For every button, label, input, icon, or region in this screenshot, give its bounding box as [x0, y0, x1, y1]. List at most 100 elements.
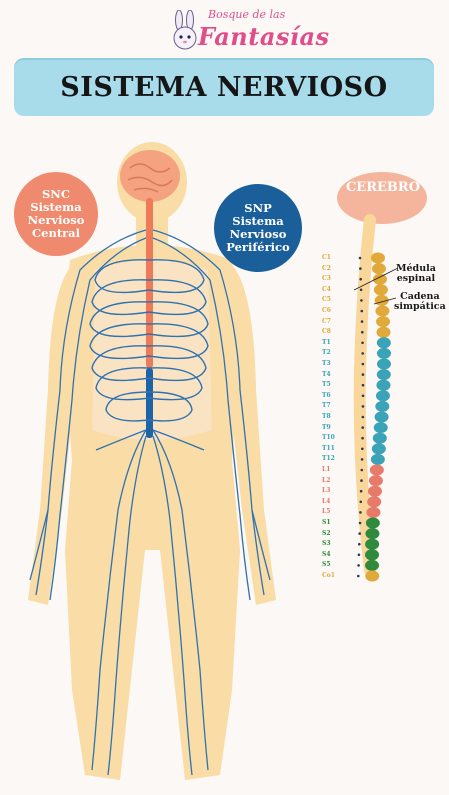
snc-line4: Central [32, 227, 80, 240]
vertebra-label-c7: C7 [322, 318, 331, 325]
cadena-label-line2: simpática [394, 302, 446, 312]
vertebra-t12 [371, 454, 385, 465]
nerve-root-dot [359, 511, 362, 514]
cerebro-label: CEREBRO [338, 180, 428, 195]
nerve-root-dot [360, 479, 363, 482]
vertebra-t10 [373, 433, 387, 444]
medula-label: Médula espinal [396, 264, 436, 284]
vertebra-t5 [376, 380, 390, 391]
annotation-leaders [350, 260, 400, 310]
nerve-root-dot [360, 310, 363, 313]
nerve-root-dot [358, 532, 361, 535]
vertebra-label-t7: T7 [322, 402, 331, 409]
spine-diagram [300, 170, 440, 600]
nerve-root-dot [361, 458, 364, 461]
vertebra-label-t8: T8 [322, 413, 331, 420]
vertebra-label-c4: C4 [322, 286, 331, 293]
nerve-root-dot [357, 575, 360, 578]
vertebra-label-c2: C2 [322, 265, 331, 272]
spinal-cord-snc [146, 198, 153, 368]
nerve-root-dot [361, 352, 364, 355]
vertebra-s1 [366, 518, 380, 529]
vertebra-label-l1: L1 [322, 466, 330, 473]
vertebra-label-c1: C1 [322, 254, 331, 261]
snp-line4: Periférico [226, 241, 289, 254]
vertebra-label-l4: L4 [322, 498, 330, 505]
vertebra-t3 [377, 359, 391, 370]
vertebra-label-co1: Co1 [322, 572, 335, 579]
vertebra-l3 [368, 486, 382, 497]
nerve-root-dot [360, 490, 363, 493]
snc-badge: SNC Sistema Nervioso Central [14, 172, 98, 256]
vertebra-label-t3: T3 [322, 360, 331, 367]
nerve-root-dot [361, 320, 364, 323]
vertebra-label-t4: T4 [322, 371, 331, 378]
vertebra-t4 [377, 369, 391, 380]
vertebra-label-t9: T9 [322, 424, 331, 431]
vertebra-label-l2: L2 [322, 477, 330, 484]
vertebra-label-c8: C8 [322, 328, 331, 335]
vertebra-label-c6: C6 [322, 307, 331, 314]
vertebra-label-s3: S3 [322, 540, 331, 547]
nerve-root-dot [361, 331, 364, 334]
vertebra-label-l5: L5 [322, 508, 330, 515]
nerve-root-dot [362, 395, 365, 398]
title-banner: SISTEMA NERVIOSO [14, 58, 434, 116]
nerve-root-dot [361, 448, 364, 451]
vertebra-l2 [369, 475, 383, 486]
bunny-icon [170, 10, 200, 54]
logo-title: Fantasías [198, 22, 330, 51]
vertebra-s3 [365, 539, 379, 550]
vertebra-t8 [375, 412, 389, 423]
vertebra-label-c3: C3 [322, 275, 331, 282]
nerve-root-dot [361, 437, 364, 440]
vertebra-s2 [365, 528, 379, 539]
vertebra-label-s1: S1 [322, 519, 331, 526]
nerve-root-dot [362, 373, 365, 376]
vertebra-t2 [377, 348, 391, 359]
vertebra-t1 [377, 337, 391, 348]
vertebra-l5 [366, 507, 380, 518]
nerve-root-dot [362, 405, 365, 408]
vertebra-co1 [365, 571, 379, 582]
nerve-root-dot [359, 257, 362, 260]
vertebra-t7 [375, 401, 389, 412]
vertebra-label-l3: L3 [322, 487, 330, 494]
page-title: SISTEMA NERVIOSO [14, 58, 434, 116]
vertebra-label-s5: S5 [322, 561, 331, 568]
cadena-label: Cadena simpática [394, 292, 446, 312]
nerve-root-dot [358, 554, 361, 557]
vertebra-label-s4: S4 [322, 551, 331, 558]
vertebra-label-s2: S2 [322, 530, 331, 537]
vertebra-label-t10: T10 [322, 434, 335, 441]
vertebra-t6 [376, 390, 390, 401]
vertebra-c7 [376, 316, 390, 327]
vertebra-label-t6: T6 [322, 392, 331, 399]
vertebra-label-c5: C5 [322, 296, 331, 303]
nerve-root-dot [362, 416, 365, 419]
nerve-root-dot [360, 469, 363, 472]
logo: Bosque de las Fantasías [170, 6, 320, 54]
vertebra-label-t5: T5 [322, 381, 331, 388]
vertebra-l4 [367, 496, 381, 507]
vertebra-s5 [365, 560, 379, 571]
vertebra-t9 [374, 422, 388, 433]
nerve-root-dot [359, 522, 362, 525]
nerve-root-dot [361, 342, 364, 345]
vertebra-label-t11: T11 [322, 445, 335, 452]
nerve-root-dot [359, 501, 362, 504]
nerve-root-dot [362, 363, 365, 366]
nerve-root-dot [361, 426, 364, 429]
vertebra-c8 [377, 327, 391, 338]
vertebra-t11 [372, 443, 386, 454]
brain [120, 150, 180, 202]
nerve-root-dot [362, 384, 365, 387]
vertebra-label-t12: T12 [322, 455, 335, 462]
vertebra-label-t2: T2 [322, 349, 331, 356]
nerve-root-dot [358, 543, 361, 546]
snp-badge: SNP Sistema Nervioso Periférico [214, 184, 302, 272]
nerve-root-dot [357, 564, 360, 567]
vertebra-s4 [365, 549, 379, 560]
vertebra-label-t1: T1 [322, 339, 331, 346]
medula-label-line2: espinal [396, 274, 436, 284]
